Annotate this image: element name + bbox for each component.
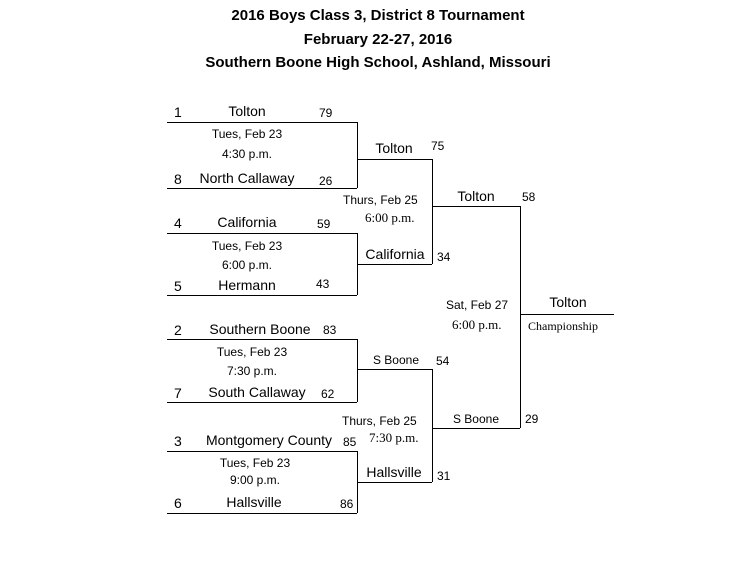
bracket-line — [432, 206, 520, 207]
team-name: Hermann — [218, 277, 276, 293]
team-name: S Boone — [372, 353, 420, 367]
game-day: Tues, Feb 23 — [211, 239, 283, 253]
game-day: Tues, Feb 23 — [219, 456, 291, 470]
team-name: California — [217, 214, 277, 230]
score: 85 — [343, 435, 357, 449]
team-name: Hallsville — [366, 464, 422, 480]
score: 79 — [319, 106, 333, 120]
bracket-line — [357, 482, 432, 483]
game-day: Sat, Feb 27 — [446, 298, 509, 312]
bracket-line — [167, 233, 357, 234]
game-time: 9:00 p.m. — [229, 473, 281, 487]
seed: 7 — [174, 385, 182, 401]
score: 34 — [437, 250, 451, 264]
team-name: North Callaway — [199, 170, 295, 186]
seed: 1 — [174, 104, 182, 120]
team-name: Montgomery County — [205, 432, 333, 448]
score: 31 — [437, 469, 451, 483]
game-time: 4:30 p.m. — [221, 147, 273, 161]
bracket-line — [167, 339, 357, 340]
score: 62 — [321, 387, 335, 401]
score: 54 — [436, 354, 450, 368]
score: 86 — [340, 497, 354, 511]
bracket-line — [432, 428, 520, 429]
champion-team: Tolton — [549, 294, 587, 310]
bracket-line — [167, 295, 357, 296]
bracket-line — [520, 206, 521, 428]
game-day: Thurs, Feb 25 — [343, 193, 418, 207]
bracket-line — [167, 513, 357, 514]
bracket-line — [357, 339, 358, 402]
bracket-line — [167, 188, 357, 189]
team-name: California — [365, 246, 425, 262]
score: 43 — [316, 277, 330, 291]
team-name: Hallsville — [226, 494, 282, 510]
game-time: 6:00 p.m. — [221, 258, 273, 272]
score: 26 — [319, 174, 333, 188]
bracket-line — [432, 159, 433, 264]
score: 59 — [317, 217, 331, 231]
team-name: Tolton — [375, 140, 413, 156]
bracket-line — [357, 159, 432, 160]
championship-label: Championship — [528, 319, 599, 333]
seed: 8 — [174, 171, 182, 187]
game-time: 6:00 p.m. — [452, 317, 502, 332]
tournament-title: 2016 Boys Class 3, District 8 Tournament — [231, 7, 525, 24]
team-name: South Callaway — [208, 384, 306, 400]
game-time: 7:30 p.m. — [369, 430, 419, 445]
game-time: 6:00 p.m. — [365, 210, 415, 225]
bracket-line — [167, 122, 357, 123]
game-day: Tues, Feb 23 — [211, 127, 283, 141]
score: 29 — [525, 412, 539, 426]
seed: 3 — [174, 433, 182, 449]
bracket-line — [357, 264, 432, 265]
seed: 5 — [174, 278, 182, 294]
tournament-dates: February 22-27, 2016 — [303, 31, 453, 48]
team-name: Tolton — [228, 103, 266, 119]
team-name: S Boone — [452, 412, 500, 426]
bracket-line — [520, 314, 614, 315]
game-day: Tues, Feb 23 — [216, 345, 288, 359]
bracket-line — [432, 369, 433, 482]
seed: 4 — [174, 215, 182, 231]
score: 58 — [522, 190, 536, 204]
bracket-line — [167, 402, 357, 403]
score: 83 — [323, 323, 337, 337]
seed: 2 — [174, 322, 182, 338]
seed: 6 — [174, 495, 182, 511]
score: 75 — [431, 139, 445, 153]
tournament-venue: Southern Boone High School, Ashland, Mis… — [205, 54, 551, 71]
game-time: 7:30 p.m. — [226, 364, 278, 378]
team-name: Southern Boone — [209, 321, 311, 337]
bracket-line — [167, 451, 357, 452]
team-name: Tolton — [457, 188, 495, 204]
bracket-line — [357, 122, 358, 188]
game-day: Thurs, Feb 25 — [342, 414, 417, 428]
bracket-line — [357, 369, 432, 370]
